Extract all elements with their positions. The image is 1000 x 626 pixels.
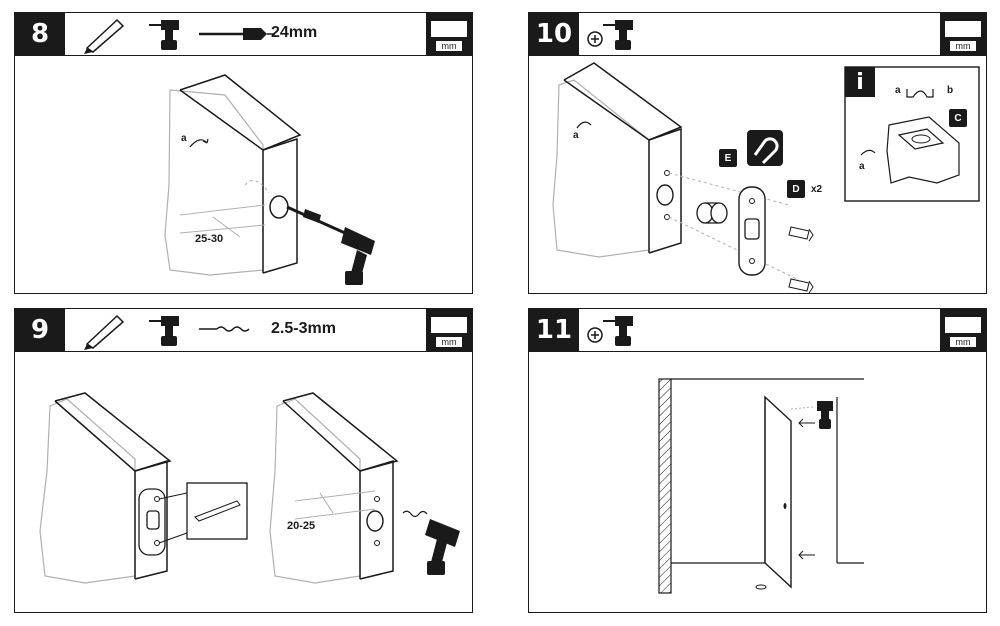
step-11-header: 11 mm (529, 309, 986, 352)
phillips-screwdriver-icon (587, 31, 603, 47)
step-number: 8 (15, 13, 65, 55)
ruler-body (945, 21, 981, 37)
step-10-illustration (552, 62, 980, 294)
dimension-label: 25-30 (195, 233, 224, 245)
info-label-a: a (895, 85, 901, 96)
step-9-panel: 9 2.5-3mm mm (14, 308, 473, 613)
drill-icon (603, 316, 633, 346)
rotation-label: a (573, 130, 579, 141)
ruler-mm-icon: mm (426, 309, 472, 351)
unit-label: mm (950, 337, 976, 347)
drill-icon (149, 20, 179, 50)
step-10-panel: 10 mm (528, 12, 987, 294)
info-label-b: b (947, 85, 954, 96)
phillips-screwdriver-icon (587, 327, 603, 343)
spade-bit-icon (199, 28, 275, 40)
step-9-illustration (39, 392, 460, 584)
step-11-illustration (658, 378, 864, 594)
pencil-icon (84, 18, 125, 54)
part-tag-d: D (787, 180, 805, 198)
step-number: 10 (529, 13, 579, 55)
ruler-body (431, 21, 467, 37)
pencil-icon (84, 314, 125, 350)
twist-bit-icon (199, 326, 250, 332)
part-tag-e: E (719, 149, 737, 167)
bit-size: 24mm (271, 24, 318, 41)
step-10-header: 10 mm (529, 13, 986, 56)
step-9-header: 9 2.5-3mm mm (15, 309, 472, 352)
step-8-panel: 8 24mm mm (14, 12, 473, 294)
ruler-mm-icon: mm (940, 309, 986, 351)
bit-size: 2.5-3mm (271, 320, 336, 337)
info-icon: i (845, 67, 875, 97)
info-rotation-label: a (859, 161, 865, 172)
unit-label: mm (950, 41, 976, 51)
step-number: 9 (15, 309, 65, 351)
drill-icon (603, 20, 633, 50)
rotation-label: a (181, 133, 187, 144)
unit-label: mm (436, 337, 462, 347)
ruler-body (945, 317, 981, 333)
step-number: 11 (529, 309, 579, 351)
part-tag-c: C (949, 109, 967, 127)
unit-label: mm (436, 41, 462, 51)
dimension-label: 20-25 (287, 520, 316, 532)
step-8-header: 8 24mm mm (15, 13, 472, 56)
step-11-panel: 11 mm (528, 308, 987, 613)
ruler-body (431, 317, 467, 333)
ruler-mm-icon: mm (940, 13, 986, 55)
screw-quantity: x2 (811, 184, 823, 195)
step-8-illustration (164, 74, 375, 285)
drill-icon (149, 316, 179, 346)
ruler-mm-icon: mm (426, 13, 472, 55)
